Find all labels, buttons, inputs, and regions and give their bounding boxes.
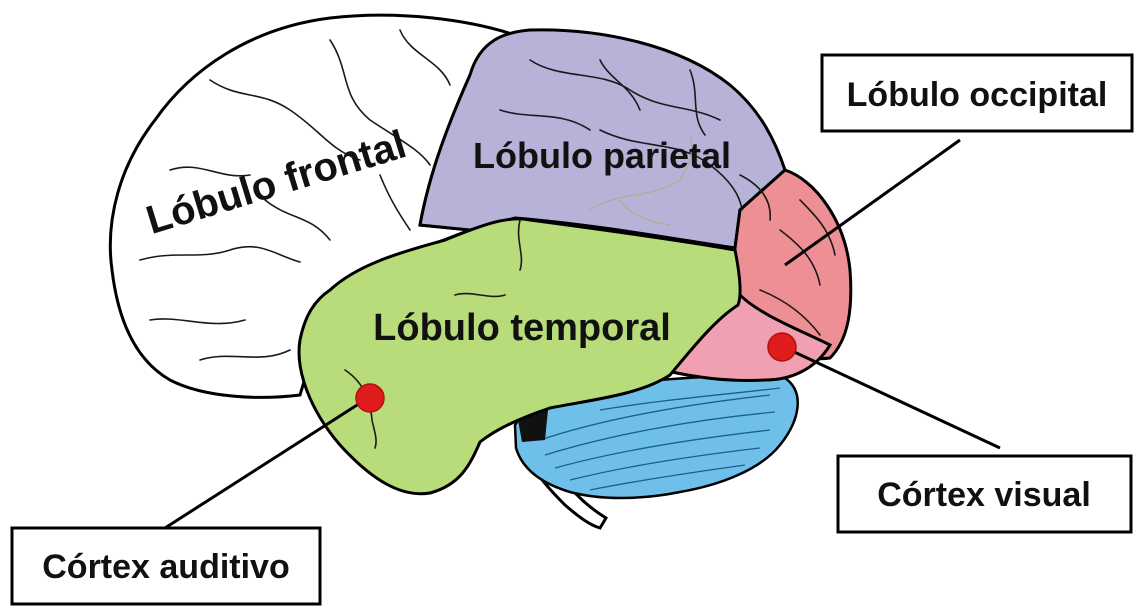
- parietal-lobe-label: Lóbulo parietal: [473, 135, 731, 176]
- leader-line-visual: [790, 350, 1000, 448]
- temporal-lobe-label: Lóbulo temporal: [373, 307, 671, 349]
- auditory-cortex-callout-label: Córtex auditivo: [42, 548, 289, 586]
- occipital-callout-label: Lóbulo occipital: [847, 76, 1108, 114]
- visual-cortex-callout-label: Córtex visual: [877, 476, 1091, 514]
- leader-line-auditivo: [165, 398, 368, 528]
- visual-cortex-marker-icon: [768, 333, 796, 361]
- occipital-callout: Lóbulo occipital: [822, 55, 1132, 131]
- visual-cortex-callout: Córtex visual: [838, 456, 1131, 532]
- auditory-cortex-callout: Córtex auditivo: [12, 528, 320, 604]
- auditory-cortex-marker-icon: [356, 384, 384, 412]
